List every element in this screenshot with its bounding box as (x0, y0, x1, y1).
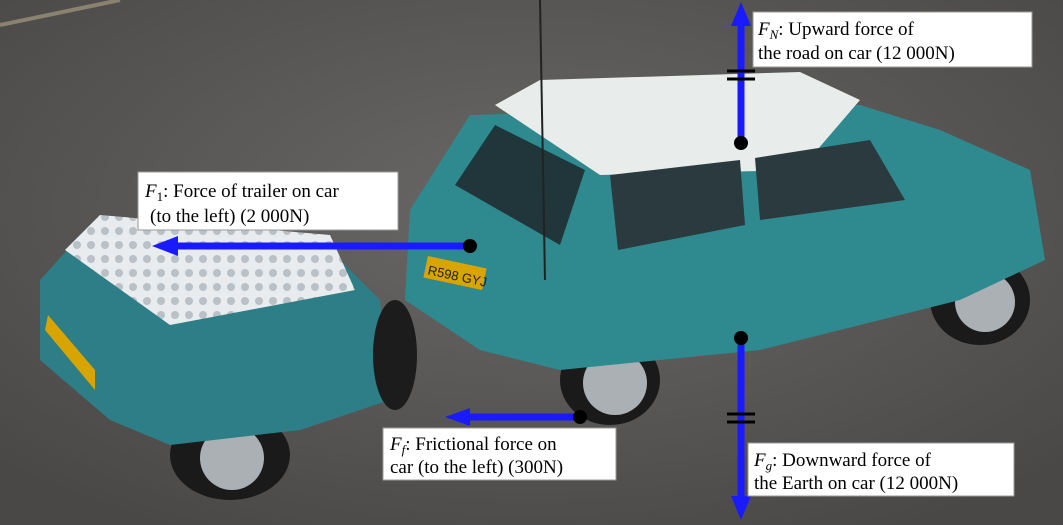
svg-text:Ff: Frictional force on: Ff: Frictional force on (389, 434, 557, 457)
label-trailer-force: F1: Force of trailer on car (to the left… (137, 171, 399, 231)
normal-arrowhead (731, 2, 751, 26)
svg-text:car (to the left) (300N): car (to the left) (300N) (390, 457, 563, 478)
svg-text:the Earth on car (12 000N): the Earth on car (12 000N) (754, 473, 958, 494)
equal-magnitude-marks (727, 69, 755, 424)
road-marking (0, 0, 121, 27)
label-normal-force: FN: Upward force of the road on car (12 … (752, 11, 1033, 68)
label-gravity-force: Fg: Downward force of the Earth on car (… (747, 442, 1015, 497)
svg-text:FN: Upward force of: FN: Upward force of (757, 19, 915, 42)
trailer-arrowhead (152, 236, 178, 256)
gravity-arrowhead (731, 496, 751, 520)
antenna (539, 0, 546, 281)
label-friction-force: Ff: Frictional force on car (to the left… (382, 427, 617, 481)
friction-arrowhead (445, 408, 470, 426)
application-points (463, 136, 748, 424)
svg-text:(to the left) (2 000N): (to the left) (2 000N) (150, 206, 309, 227)
car: R598 GYJ (405, 0, 1045, 425)
car-roof (495, 72, 860, 175)
force-arrows (152, 2, 751, 520)
license-plate (423, 256, 487, 290)
svg-text:F1: Force of trailer on car: F1: Force of trailer on car (144, 181, 339, 204)
svg-text:Fg: Downward force of: Fg: Downward force of (753, 450, 932, 473)
svg-text:the road on car (12 000N): the road on car (12 000N) (758, 43, 955, 64)
